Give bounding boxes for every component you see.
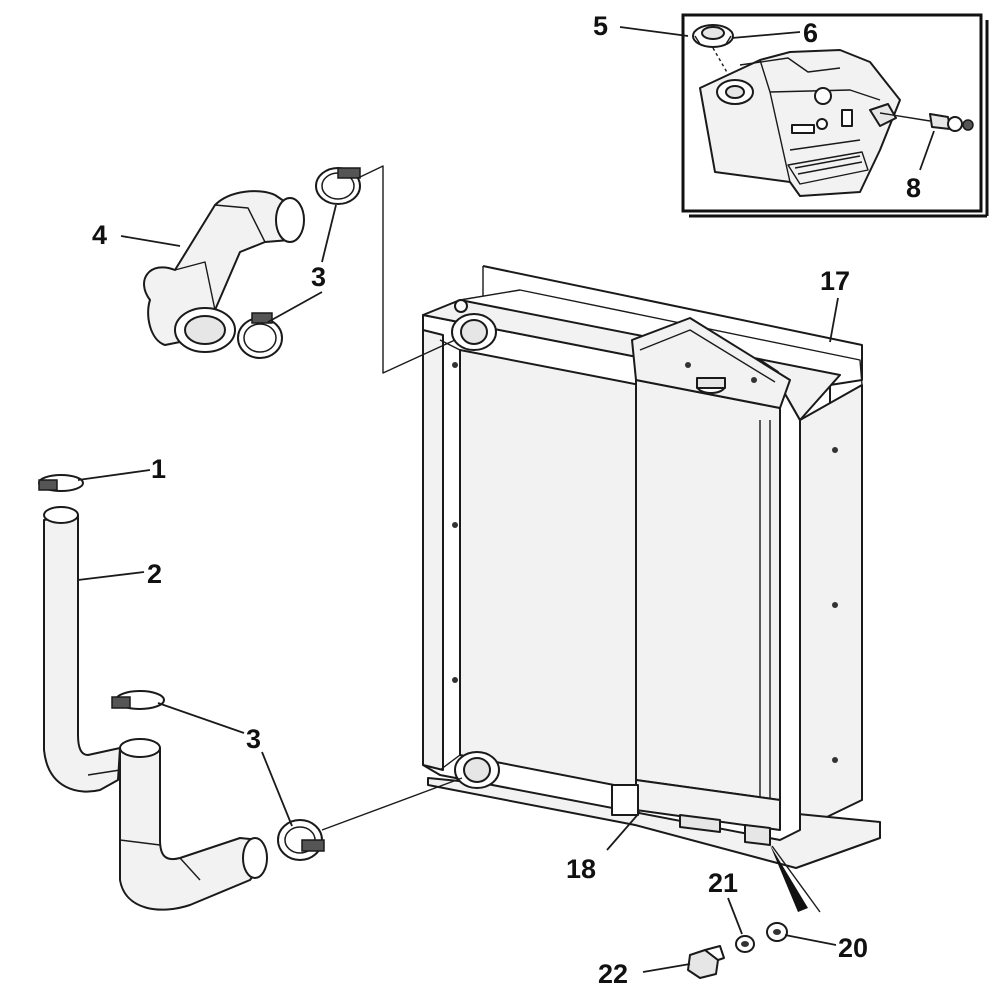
callout-22: 22 [598, 959, 628, 989]
reservoir-cap-icon [692, 24, 734, 75]
reservoir-tank-icon [699, 49, 901, 197]
level-sensor-icon [879, 112, 974, 132]
upper-hose-icon [143, 190, 305, 353]
callout-5: 5 [593, 11, 608, 41]
callout-20: 20 [838, 933, 868, 963]
washer-21-icon [735, 935, 755, 953]
hose-clamp-lower-2-icon [111, 690, 165, 710]
callout-17: 17 [820, 266, 850, 296]
callout-18: 18 [566, 854, 596, 884]
callout-3-lower: 3 [246, 724, 261, 754]
drain-plug-22-icon [687, 945, 725, 979]
callout-4: 4 [92, 220, 107, 250]
hose-clamp-upper-icon [315, 167, 361, 205]
callout-8: 8 [906, 173, 921, 203]
hose-clamp-lower-3-icon [277, 819, 325, 861]
callout-3-upper: 3 [311, 262, 326, 292]
hose-clamp-upper2-icon [237, 312, 283, 359]
callout-21: 21 [708, 868, 738, 898]
callout-2: 2 [147, 559, 162, 589]
radiator-assembly-icon [422, 265, 881, 869]
hose-clamp-lower-1-icon [38, 474, 84, 492]
washer-20-icon [766, 922, 788, 942]
callout-1: 1 [151, 454, 166, 484]
callout-6: 6 [803, 18, 818, 48]
lower-hose-icon [43, 506, 268, 911]
